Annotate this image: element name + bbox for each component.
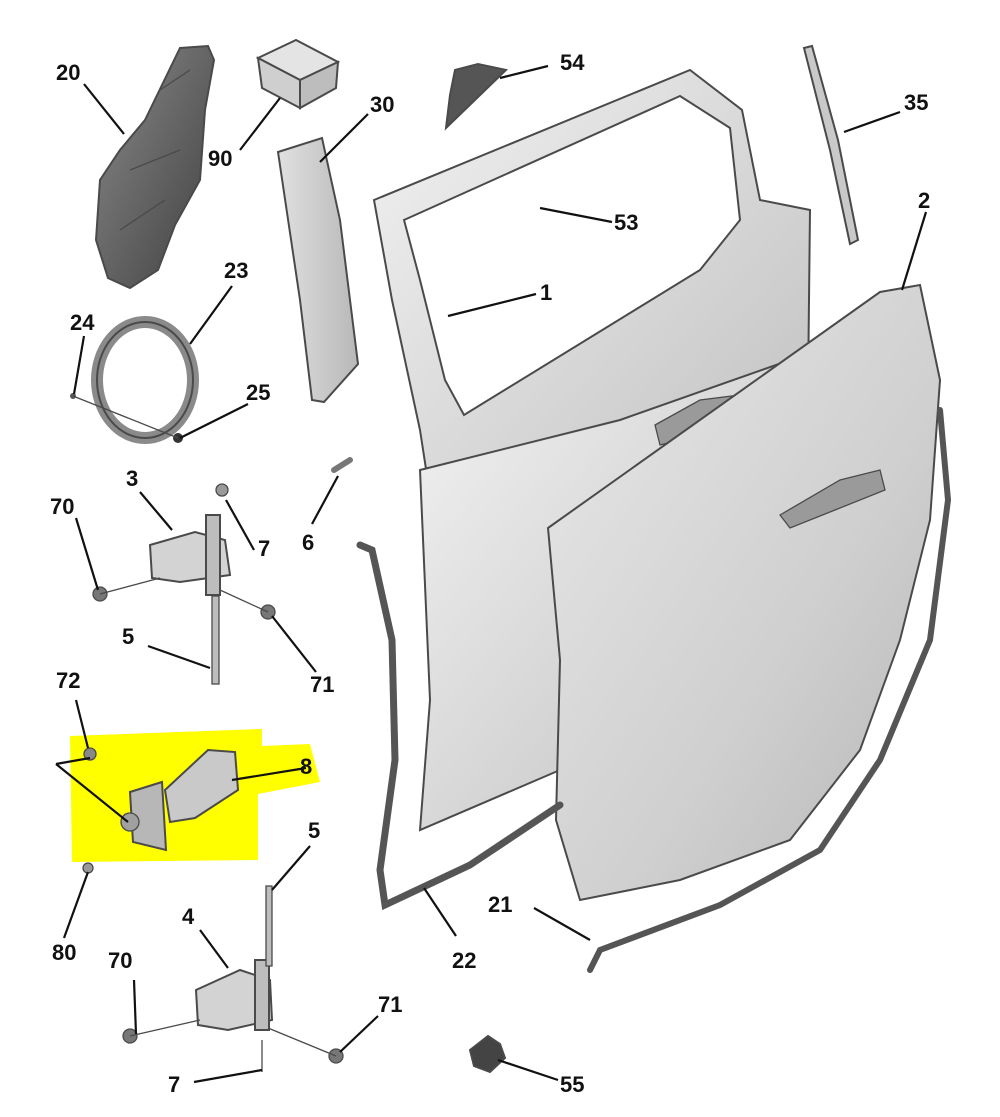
callout-53: 53 <box>614 210 638 235</box>
part-35-strip[interactable] <box>802 44 860 246</box>
part-21-seal[interactable] <box>587 407 952 973</box>
callout-70-lower: 70 <box>108 948 132 973</box>
callout-25: 25 <box>246 380 270 405</box>
callout-7-upper: 7 <box>258 536 270 561</box>
part-23-ring[interactable] <box>91 316 199 444</box>
part-4-lower-hinge[interactable] <box>122 885 344 1072</box>
part-54-trim[interactable] <box>444 62 509 131</box>
callout-90: 90 <box>208 146 232 171</box>
callout-1: 1 <box>540 280 552 305</box>
leader-lines <box>55 64 928 1084</box>
callout-8: 8 <box>300 754 312 779</box>
callout-55: 55 <box>560 1072 584 1097</box>
part-30-pillar-trim[interactable] <box>276 136 360 404</box>
callout-70-upper: 70 <box>50 494 74 519</box>
callout-35: 35 <box>904 90 928 115</box>
callout-20: 20 <box>56 60 80 85</box>
part-2-door-skin[interactable] <box>546 283 942 902</box>
callout-80: 80 <box>52 940 76 965</box>
callout-71-upper: 71 <box>310 672 334 697</box>
callout-22: 22 <box>452 948 476 973</box>
callout-7-lower: 7 <box>168 1072 180 1097</box>
callout-5-lower: 5 <box>308 818 320 843</box>
callout-4: 4 <box>182 904 195 929</box>
callout-71-lower: 71 <box>378 992 402 1017</box>
callout-3: 3 <box>126 466 138 491</box>
part-8-check-strap[interactable] <box>82 747 240 874</box>
callout-5-upper: 5 <box>122 624 134 649</box>
callout-21: 21 <box>488 892 512 917</box>
callout-54: 54 <box>560 50 585 75</box>
callout-2: 2 <box>918 188 930 213</box>
callout-30: 30 <box>370 92 394 117</box>
callout-72: 72 <box>56 668 80 693</box>
part-55-plug[interactable] <box>468 1034 507 1074</box>
part-90-block[interactable] <box>255 38 341 110</box>
part-20-regulator-plate[interactable] <box>94 44 216 290</box>
callout-labels: 20 90 30 54 35 53 1 2 23 24 25 3 70 7 6 … <box>50 50 930 1097</box>
callout-23: 23 <box>224 258 248 283</box>
callout-24: 24 <box>70 310 95 335</box>
callout-6: 6 <box>302 530 314 555</box>
part-6-pin[interactable] <box>331 457 353 473</box>
part-22-seal[interactable] <box>356 541 564 911</box>
part-3-upper-hinge[interactable] <box>92 483 276 685</box>
